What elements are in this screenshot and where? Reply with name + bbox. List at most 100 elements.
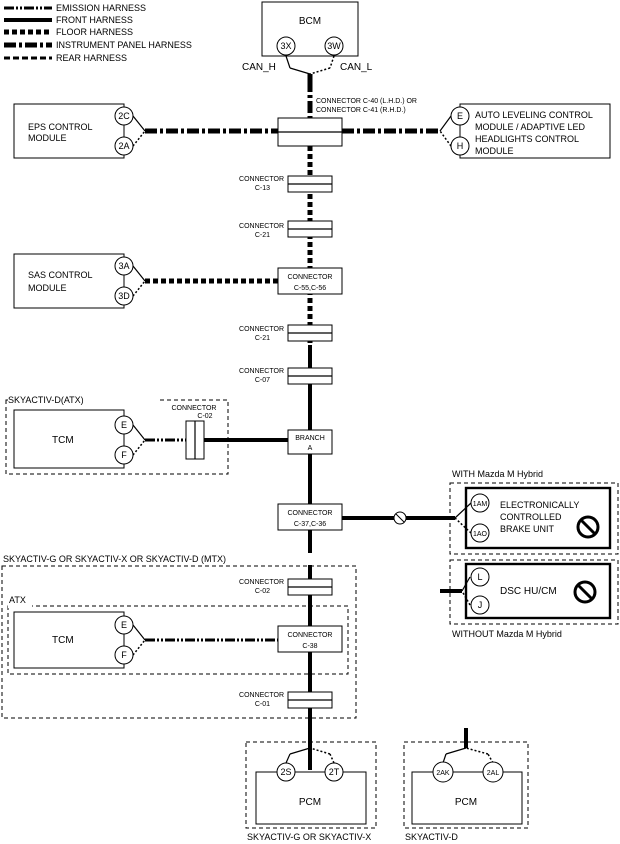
sas-control-module: SAS CONTROL MODULE 3A 3D [13,253,278,309]
tcm-upper-pin-f-label: F [121,450,127,460]
skyactiv-d-atx-label: SKYACTIV-D(ATX) [8,395,84,405]
legend-instrument-label: INSTRUMENT PANEL HARNESS [56,40,192,50]
auto-level-pin-e-label: E [457,111,463,121]
tcm-lower-wire-a [132,624,146,641]
pcm-d-caption: SKYACTIV-D [405,832,458,842]
can-l-label: CAN_L [340,62,373,73]
tcm-lower-box [13,611,125,669]
skyactiv-mtx-frame [1,565,357,719]
branch-a-line2: A [308,445,313,452]
connector-c55-line1: CONNECTOR [288,274,333,281]
auto-leveling-module: AUTO LEVELING CONTROL MODULE / ADAPTIVE … [439,103,611,159]
connector-c55-line2: C-55,C-56 [294,285,326,292]
atx-frame [7,605,349,675]
dsc-pin-l [470,567,490,587]
pcm-skyactiv-d-group: PCM 2AK 2AL SKYACTIV-D [403,728,529,842]
splice-icon-slash [395,513,405,523]
tcm-upper-title: TCM [52,435,74,446]
tcm-upper-wire-b [132,439,146,456]
pcm-g-pin-2s [276,762,296,782]
with-hybrid-label: WITH Mazda M Hybrid [452,469,543,479]
ebu-line3: BRAKE UNIT [500,524,555,534]
connector-c21-b: CONNECTOR C-21 [239,324,333,342]
bcm-wire-h [285,55,291,69]
connector-c38-box [277,625,343,653]
eps-control-module: EPS CONTROL MODULE 2C 2A [13,103,146,159]
sas-pin-3a [114,256,134,276]
legend-emission-label: EMISSION HARNESS [56,3,146,13]
ebu-line2: CONTROLLED [500,512,562,522]
connector-c13-line2: C-13 [255,185,270,192]
connector-c38-line2: C-38 [302,643,317,650]
pcm-d-box [411,771,523,825]
bcm-pin-3w-label: 3W [327,41,341,51]
legend-front-label: FRONT HARNESS [56,15,133,25]
auto-level-wire-b [439,130,452,147]
pcm-d-pin-2al-label: 2AL [487,770,500,777]
eps-wire-a [132,115,146,132]
pcm-g-wire-a2 [289,747,311,755]
connector-c13: CONNECTOR C-13 [239,175,333,193]
pcm-d-title: PCM [455,797,477,808]
sas-wire-a [132,265,146,282]
connector-c02-upper-line1: CONNECTOR [172,405,217,412]
dsc-pin-l-label: L [477,572,482,582]
auto-level-pin-e [450,106,470,126]
eps-pin-2a [114,136,134,156]
connector-c40-line1: CONNECTOR C-40 (L.H.D.) OR [316,98,417,105]
connector-c07: CONNECTOR C-07 [239,367,333,385]
sas-label-line1: SAS CONTROL [28,270,93,280]
pcm-g-pin-2t-label: 2T [329,767,340,777]
tcm-lower-pin-e [114,615,134,635]
dsc-title: DSC HU/CM [500,586,557,597]
pcm-g-wire-b [329,753,335,764]
pcm-g-box [255,771,367,825]
pcm-g-pin-2t [324,762,344,782]
auto-level-wire-a [439,115,452,132]
skyactiv-mtx-group: SKYACTIV-G OR SKYACTIV-X OR SKYACTIV-D (… [1,553,357,719]
skyactiv-mtx-label: SKYACTIV-G OR SKYACTIV-X OR SKYACTIV-D (… [3,554,226,564]
pcm-g-title: PCM [299,797,321,808]
skyactiv-d-atx-frame [5,399,229,475]
connector-c13-line1: CONNECTOR [239,176,284,183]
connector-c21-a: CONNECTOR C-21 [239,220,333,239]
bcm-pin-3x-label: 3X [280,41,291,51]
connector-c21a-line2: C-21 [255,232,270,239]
without-hybrid-frame [449,559,619,625]
auto-level-line3: HEADLIGHTS CONTROL [475,134,579,144]
pcm-g-frame [245,741,377,829]
eps-label-line1: EPS CONTROL [28,122,93,132]
auto-level-line2: MODULE / ADAPTIVE LED [475,122,586,132]
pcm-d-wire-a2 [445,747,467,755]
bcm-pin-3w [324,36,344,56]
ebu-pin-1ao [470,523,490,543]
tcm-upper-pin-f [114,445,134,465]
tcm-upper-pin-e-label: E [121,420,127,430]
pcm-d-wire-b [487,753,494,764]
bcm-wire-l [329,55,335,69]
connector-c07-line1: CONNECTOR [239,368,284,375]
skyactiv-d-atx-group: SKYACTIV-D(ATX) TCM E F CONNECTOR C-02 [5,394,288,475]
without-hybrid-label: WITHOUT Mazda M Hybrid [452,629,562,639]
prohibited-icon-ebu [576,515,600,539]
auto-level-pin-h-label: H [457,141,464,151]
bcm-title: BCM [299,16,321,27]
pcm-g-wire-a [285,753,291,764]
sas-pin-3d [114,286,134,306]
connector-c02-upper-line2: C-02 [197,413,212,420]
skyactiv-d-atx-label-bg [8,394,160,406]
bcm-wire-l2 [309,67,331,75]
ebu-pin-1am-label: 1AM [473,501,488,508]
without-hybrid-group: DSC HU/CM L J WITHOUT Mazda M Hybrid [440,559,619,639]
bcm-wire-h2 [289,67,311,75]
connector-c55-box [277,267,343,295]
atx-label-bg [8,596,32,608]
connector-c37-line2: C-37,C-36 [294,521,326,528]
eps-label-line2: MODULE [28,133,67,143]
connector-c21b-line1: CONNECTOR [239,326,284,333]
can-h-label: CAN_H [242,62,276,73]
pcm-g-wire-b2 [309,747,331,755]
ebu-line1: ELECTRONICALLY [500,500,579,510]
connector-c55-c56: CONNECTOR C-55,C-56 [277,267,343,295]
